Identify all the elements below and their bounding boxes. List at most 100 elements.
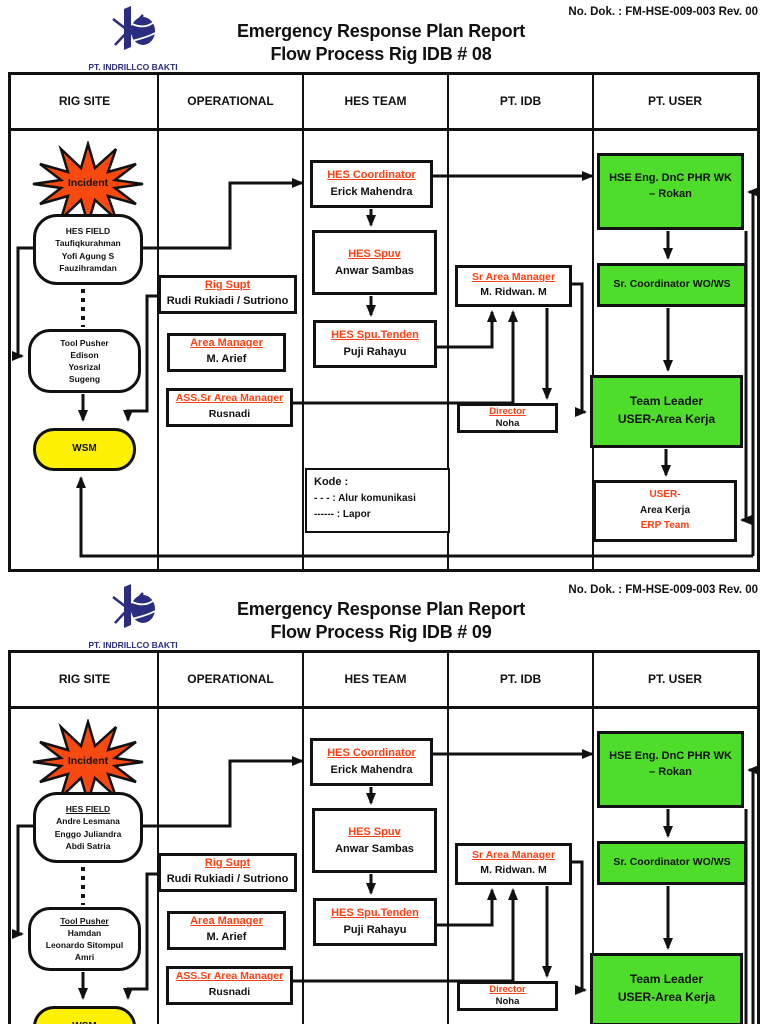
hes-field-box: HES FIELD Andre Lesmana Enggo Juliandra … (33, 792, 143, 863)
ass-sr-area-manager-box: ASS.Sr Area Manager Rusnadi (166, 966, 293, 1005)
chart-title: Emergency Response Plan Report Flow Proc… (186, 20, 576, 67)
column-divider (447, 653, 449, 1024)
column-divider (157, 75, 159, 569)
hse-eng-box: HSE Eng. DnC PHR WK – Rokan (597, 731, 744, 808)
person-name: Erick Mahendra (330, 763, 413, 776)
role-title: ASS.Sr Area Manager (175, 392, 284, 404)
person-name: Anwar Sambas (335, 264, 414, 277)
chart-title: Emergency Response Plan Report Flow Proc… (186, 598, 576, 645)
director-box: Director Noha (457, 403, 558, 433)
role-title: HES Coordinator (327, 169, 416, 181)
person-name: Leonardo Sitompul (45, 939, 124, 950)
person-name: Hamdan (67, 927, 102, 938)
person-name: Andre Lesmana (56, 816, 120, 827)
person-name: Rudi Rukiadi / Sutriono (166, 294, 289, 307)
tool-pusher-box: Tool Pusher Edison Yosrizal Sugeng (28, 329, 141, 393)
person-name: M. Arief (206, 352, 247, 365)
person-name: Puji Rahayu (343, 923, 407, 936)
person-name: M. Ridwan. M (480, 286, 547, 299)
column-header-pt-user: PT. USER (647, 672, 702, 686)
role-subtitle: USER-Area Kerja (617, 990, 716, 1004)
ass-sr-area-manager-box: ASS.Sr Area Manager Rusnadi (166, 388, 293, 427)
company-name: PT. INDRILLCO BAKTI (88, 640, 178, 650)
legend-dotted: ------ : Lapor (314, 508, 371, 520)
role-title: HES Spuv (348, 248, 401, 260)
report-title: Emergency Response Plan Report (236, 599, 526, 619)
erp-line: Area Kerja (639, 504, 691, 516)
person-name: M. Ridwan. M (480, 864, 547, 877)
flow-connectors (12, 171, 759, 558)
company-name: PT. INDRILLCO BAKTI (88, 62, 178, 72)
role-title: Tool Pusher (60, 916, 109, 926)
company-logo: PT. INDRILLCO BAKTI (88, 6, 178, 72)
rig-supt-box: Rig Supt Rudi Rukiadi / Sutriono (158, 853, 297, 892)
person-name: Abdi Satria (65, 840, 111, 851)
person-name: Rusnadi (208, 407, 251, 420)
table-header-row: RIG SITE OPERATIONAL HES TEAM PT. IDB PT… (11, 75, 757, 131)
column-header-pt-user: PT. USER (647, 94, 702, 108)
role-title: Area Manager (190, 337, 263, 349)
hse-eng-box: HSE Eng. DnC PHR WK – Rokan (597, 153, 744, 230)
column-header-operational: OPERATIONAL (187, 672, 274, 686)
flowchart-rig-idb-08: No. Dok. : FM-HSE-009-003 Rev. 00 PT. IN… (8, 6, 760, 572)
role-title: Director (489, 984, 526, 995)
role-title: HES Spu.Tenden (331, 329, 419, 341)
column-divider (592, 653, 594, 1024)
sr-coordinator-box: Sr. Coordinator WO/WS (597, 841, 747, 885)
person-name: Yosrizal (68, 361, 101, 372)
wsm-box: WSM (33, 1006, 136, 1024)
person-name: Puji Rahayu (343, 345, 407, 358)
role-title: Rig Supt (204, 279, 251, 291)
role-title: Team Leader (629, 972, 704, 986)
role-title: HES Spu.Tenden (331, 907, 419, 919)
legend-box: Kode : - - - : Alur komunikasi ------ : … (305, 468, 450, 533)
hes-spu-tenden-box: HES Spu.Tenden Puji Rahayu (313, 898, 437, 946)
column-divider (157, 653, 159, 1024)
rig-supt-box: Rig Supt Rudi Rukiadi / Sutriono (158, 275, 297, 314)
person-name: Erick Mahendra (330, 185, 413, 198)
role-title: Team Leader (629, 394, 704, 408)
erp-line: ERP Team (640, 520, 690, 531)
role-title: Director (489, 406, 526, 417)
column-divider (302, 653, 304, 1024)
hes-coordinator-box: HES Coordinator Erick Mahendra (310, 738, 433, 786)
person-name: Taufiqkurahman (55, 238, 121, 249)
legend-dashed: - - - : Alur komunikasi (314, 493, 416, 505)
role-title: HES FIELD (65, 226, 111, 236)
wsm-box: WSM (33, 428, 136, 471)
hes-spuv-box: HES Spuv Anwar Sambas (312, 808, 437, 873)
flow-title: Flow Process Rig IDB # 09 (270, 622, 492, 643)
role-subtitle: USER-Area Kerja (617, 412, 716, 426)
sr-coordinator-box: Sr. Coordinator WO/WS (597, 263, 747, 307)
incident-label: Incident (67, 177, 109, 189)
legend-title: Kode : (314, 476, 349, 488)
tool-pusher-box: Tool Pusher Hamdan Leonardo Sitompul Amr… (28, 907, 141, 971)
role-title: HES Coordinator (327, 747, 416, 759)
team-leader-box: Team Leader USER-Area Kerja (590, 953, 743, 1024)
person-name: Fauzihramdan (59, 262, 117, 273)
person-name: Noha (495, 996, 520, 1008)
flow-title: Flow Process Rig IDB # 08 (270, 44, 492, 65)
flowchart-rig-idb-09: No. Dok. : FM-HSE-009-003 Rev. 00 PT. IN… (0, 578, 768, 1024)
logo-icon (112, 6, 156, 50)
column-header-rig-site: RIG SITE (58, 672, 111, 686)
doc-number: No. Dok. : FM-HSE-009-003 Rev. 00 (568, 584, 758, 596)
person-name: Rusnadi (208, 985, 251, 998)
area-manager-box: Area Manager M. Arief (167, 333, 286, 372)
person-name: Yofi Agung S (61, 250, 115, 261)
column-header-operational: OPERATIONAL (187, 94, 274, 108)
team-leader-box: Team Leader USER-Area Kerja (590, 375, 743, 448)
incident-label: Incident (67, 755, 109, 767)
column-header-pt-idb: PT. IDB (499, 672, 542, 686)
report-title: Emergency Response Plan Report (236, 21, 526, 41)
sr-area-manager-box: Sr Area Manager M. Ridwan. M (455, 265, 572, 307)
role-title: HES FIELD (65, 804, 111, 814)
column-divider (447, 75, 449, 569)
column-header-pt-idb: PT. IDB (499, 94, 542, 108)
role-title: Tool Pusher (60, 338, 109, 348)
person-name: Edison (70, 349, 99, 360)
company-logo: PT. INDRILLCO BAKTI (88, 584, 178, 650)
erp-line: USER- (649, 489, 681, 500)
area-manager-box: Area Manager M. Arief (167, 911, 286, 950)
person-name: Amri (74, 951, 95, 962)
